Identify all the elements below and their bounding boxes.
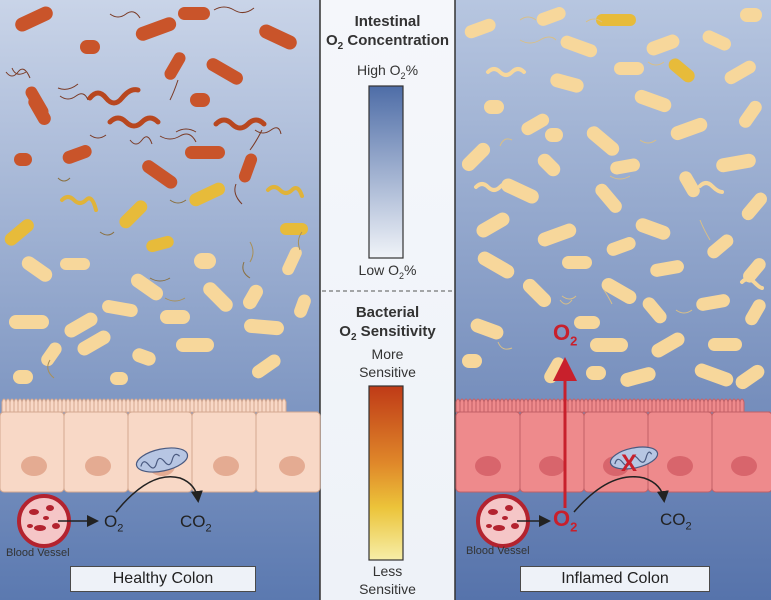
- inflamed-epithelium: [456, 399, 771, 492]
- less-sensitive-label: Less Sensitive: [322, 562, 453, 598]
- inflamed-o2-label: O2: [553, 506, 577, 534]
- oxygen-sensitivity-scale: [369, 386, 403, 560]
- inflamed-co2-label: CO2: [660, 510, 692, 532]
- oxygen-concentration-scale: [369, 86, 403, 258]
- high-oxygen-label: High O2%: [322, 62, 453, 81]
- oxygen-concentration-title: Intestinal O2 Concentration: [322, 12, 453, 56]
- inflamed-colon-label: Inflamed Colon: [520, 566, 710, 592]
- oxygen-leak-label: O2: [553, 320, 577, 348]
- blocked-respiration-mark: X: [621, 450, 637, 478]
- inflamed-blood-vessel-label: Blood Vessel: [466, 545, 546, 557]
- healthy-colon-label: Healthy Colon: [70, 566, 256, 592]
- low-oxygen-label: Low O2%: [322, 262, 453, 281]
- healthy-co2-label: CO2: [180, 512, 212, 534]
- healthy-blood-vessel-label: Blood Vessel: [6, 547, 86, 559]
- more-sensitive-label: More Sensitive: [322, 345, 453, 381]
- bacterial-sensitivity-title: Bacterial O2 Sensitivity: [322, 303, 453, 347]
- healthy-o2-label: O2: [104, 512, 123, 534]
